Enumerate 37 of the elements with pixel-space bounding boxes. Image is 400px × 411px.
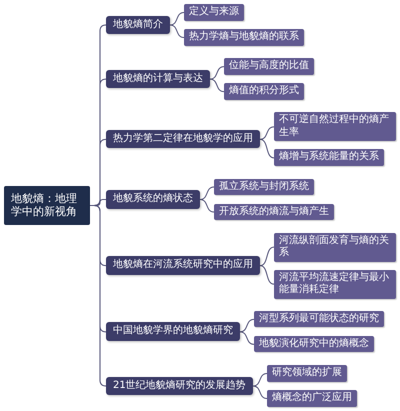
connector-line: [200, 199, 214, 212]
branch-topic-box: 热力学第二定律在地貌学的应用: [106, 130, 260, 148]
connector-line: [210, 78, 224, 92]
subtopic-box: 位能与高度的比值: [224, 58, 314, 75]
connector-line: [210, 66, 224, 80]
subtopic-box: 河流纵剖面发育与熵的关系: [274, 232, 396, 262]
branch-topic-box: 地貌熵在河流系统研究中的应用: [106, 256, 260, 275]
connector-line: [90, 205, 106, 386]
branch-topic-box: 地貌熵的计算与表达: [106, 70, 210, 88]
subtopic-box: 熵增与系统能量的关系: [274, 149, 384, 166]
branch-topic-box: 地貌系统的熵状态: [106, 190, 200, 208]
subtopic-box: 不可逆自然过程中的熵产生率: [274, 112, 396, 142]
subtopic-box: 河流平均流速定律与最小能量消耗定律: [274, 270, 396, 299]
subtopic-box: 研究领域的扩展: [267, 365, 347, 382]
connector-line: [252, 386, 268, 399]
connector-line: [260, 265, 274, 285]
connector-line: [170, 12, 184, 26]
subtopic-box: 孤立系统与封闭系统: [214, 178, 314, 195]
connector-line: [170, 24, 184, 38]
branch-topic-box: 21世纪地貌熵研究的发展趋势: [106, 376, 253, 395]
subtopic-box: 开放系统的熵流与熵产生: [214, 204, 334, 220]
connector-line: [240, 331, 254, 345]
branch-topic-box: 地貌熵简介: [106, 16, 170, 34]
subtopic-box: 定义与来源: [184, 4, 244, 20]
central-topic-box: 地貌熵：地理学中的新视角: [4, 186, 90, 225]
subtopic-box: 热力学熵与地貌熵的联系: [184, 29, 304, 46]
connector-line: [260, 246, 274, 266]
connector-line: [260, 126, 274, 140]
connector-line: [252, 373, 268, 386]
connector-line: [240, 318, 254, 332]
branch-topic-box: 中国地貌学界的地貌熵研究: [106, 322, 240, 341]
connector-line: [200, 186, 214, 200]
subtopic-box: 熵值的积分形式: [224, 83, 304, 100]
connector-line: [260, 138, 274, 158]
subtopic-box: 河型系列最可能状态的研究: [254, 310, 384, 328]
subtopic-box: 地貌演化研究中的熵概念: [254, 336, 374, 352]
subtopic-box: 熵概念的广泛应用: [267, 390, 357, 406]
